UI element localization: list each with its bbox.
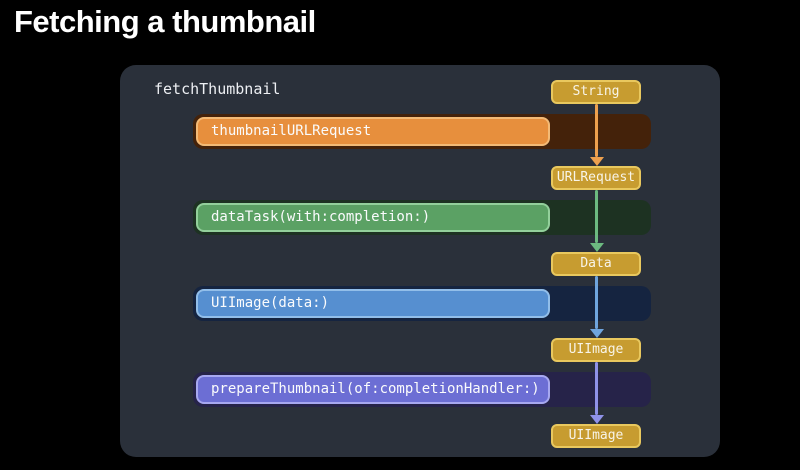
arrowhead-data-to-uiimage-icon bbox=[590, 329, 604, 338]
operation-bar-prepare-thumbnail: prepareThumbnail(of:completionHandler:) bbox=[196, 375, 550, 404]
type-badge-string: String bbox=[551, 80, 641, 104]
slide-title: Fetching a thumbnail bbox=[14, 4, 316, 39]
arrowhead-string-to-urlrequest-icon bbox=[590, 157, 604, 166]
arrowhead-urlrequest-to-data-icon bbox=[590, 243, 604, 252]
operation-bar-thumbnail-url-request: thumbnailURLRequest bbox=[196, 117, 550, 146]
arrow-data-to-uiimage bbox=[595, 276, 598, 329]
arrow-urlrequest-to-data bbox=[595, 190, 598, 243]
type-badge-uiimage: UIImage bbox=[551, 338, 641, 362]
arrow-string-to-urlrequest bbox=[595, 104, 598, 157]
type-badge-data: Data bbox=[551, 252, 641, 276]
fetch-thumbnail-panel: fetchThumbnail thumbnailURLRequest dataT… bbox=[120, 65, 720, 457]
function-name-label: fetchThumbnail bbox=[154, 80, 281, 98]
type-badge-uiimage-final: UIImage bbox=[551, 424, 641, 448]
type-badge-urlrequest: URLRequest bbox=[551, 166, 641, 190]
arrow-uiimage-to-uiimage bbox=[595, 362, 598, 415]
operation-bar-data-task: dataTask(with:completion:) bbox=[196, 203, 550, 232]
arrowhead-uiimage-to-uiimage-icon bbox=[590, 415, 604, 424]
operation-bar-uiimage-data: UIImage(data:) bbox=[196, 289, 550, 318]
